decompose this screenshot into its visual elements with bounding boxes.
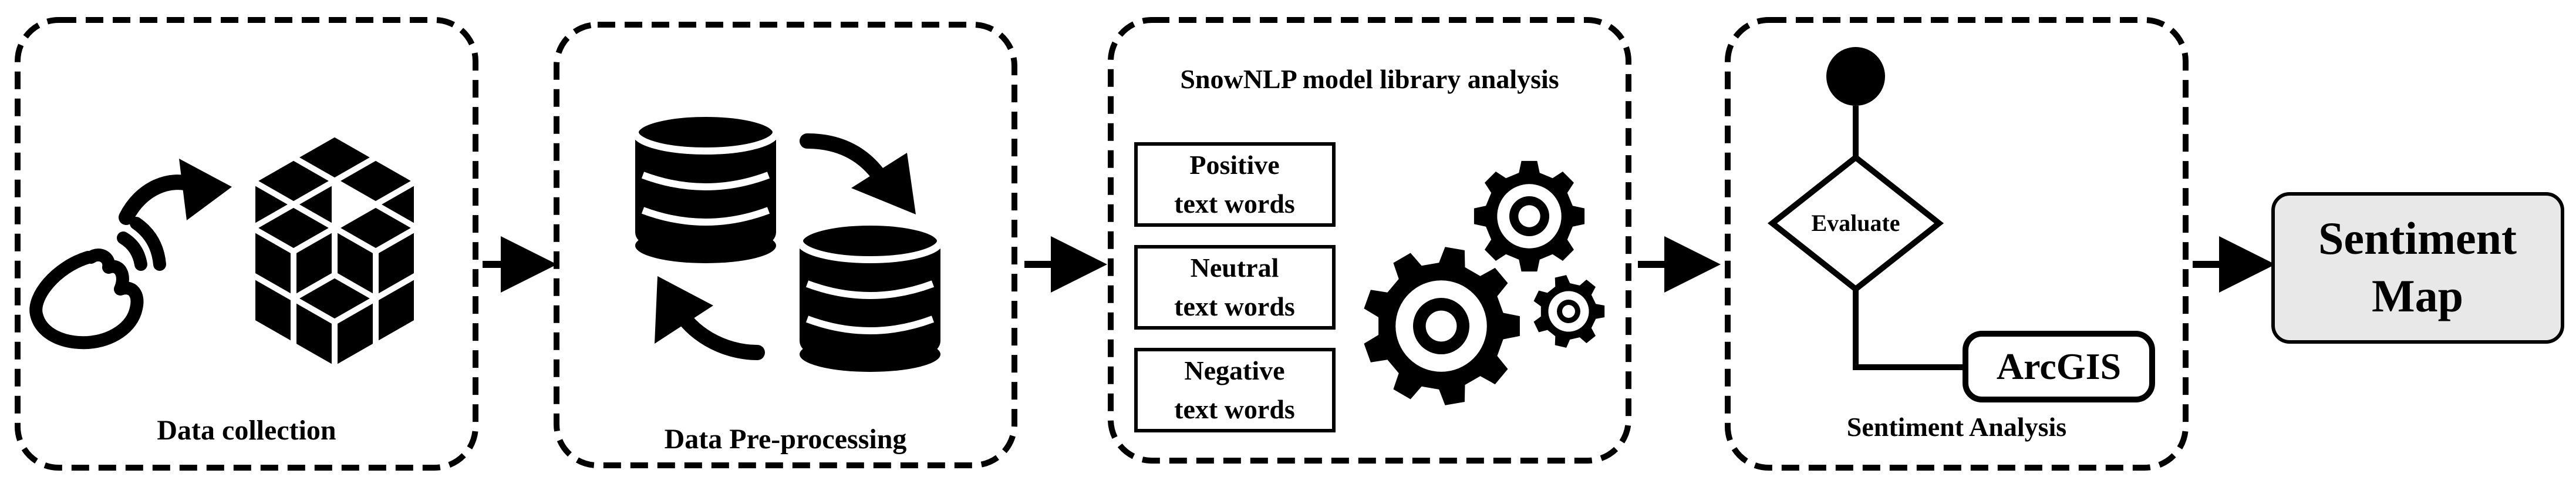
cycle-arrow-forward-head	[851, 153, 916, 214]
database-icon	[632, 110, 780, 263]
medium-gear-icon	[1474, 160, 1585, 272]
sentiment-map-output: Sentiment Map	[2271, 192, 2564, 344]
arcgis-label: ArcGIS	[1997, 345, 2121, 387]
database-icon	[796, 219, 944, 372]
neutral-words-box	[1134, 245, 1336, 330]
evaluate-label: Evaluate	[1811, 210, 1900, 236]
stage-data-preprocessing: Data Pre-processing	[554, 22, 1017, 468]
sentiment-map-line1: Sentiment	[2318, 213, 2517, 264]
sentiment-map-line2: Map	[2372, 270, 2463, 321]
negative-words-line1: Negative	[1184, 355, 1284, 385]
flow-connector	[1853, 289, 1965, 370]
stage-frame	[1108, 17, 1631, 464]
neutral-words-line1: Neutral	[1191, 253, 1279, 283]
stage-label-data-collection: Data collection	[157, 415, 336, 446]
snownlp-title: SnowNLP model library analysis	[1180, 64, 1559, 94]
large-gear-icon	[1364, 247, 1520, 405]
stage-label-sentiment-analysis: Sentiment Analysis	[1847, 412, 2066, 442]
neutral-words-line2: text words	[1174, 291, 1295, 321]
arcgis-box	[1963, 331, 2155, 402]
gears-icon	[1364, 160, 1605, 405]
stage-frame	[15, 17, 478, 471]
stage-frame	[554, 22, 1017, 468]
small-gear-icon	[1533, 275, 1605, 348]
stage-snownlp: SnowNLP model library analysis Positive …	[1108, 17, 1631, 464]
cube-grid-icon	[249, 131, 420, 372]
sentiment-map-box	[2271, 192, 2564, 344]
stage-data-collection: Data collection	[15, 17, 478, 471]
curved-arrow-head	[179, 159, 232, 220]
hand-tap-icon	[29, 217, 166, 350]
stage-label-data-preprocessing: Data Pre-processing	[665, 424, 907, 455]
positive-words-box	[1134, 142, 1336, 227]
cycle-arrow-back-head	[655, 276, 713, 344]
positive-words-line2: text words	[1174, 189, 1295, 219]
start-node-icon	[1826, 47, 1885, 106]
negative-words-box	[1134, 348, 1336, 432]
positive-words-line1: Positive	[1189, 150, 1279, 180]
negative-words-line2: text words	[1174, 394, 1295, 424]
stage-sentiment-analysis: Evaluate ArcGIS Sentiment Analysis	[1725, 17, 2189, 471]
stage-frame	[1725, 17, 2189, 471]
